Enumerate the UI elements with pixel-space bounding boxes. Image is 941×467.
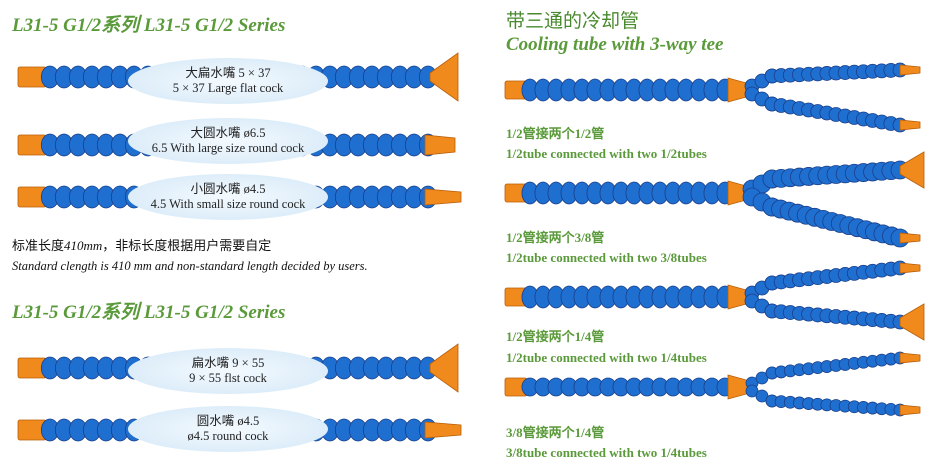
round-nozzle [899,232,921,244]
tee-connector [727,374,751,400]
series-title-bottom: L31-5 G1/2系列 L31-5 G1/2 Series [12,302,286,323]
product-label-cn: 圆水嘴 ø4.5 [196,414,260,428]
variant-caption-en: 1/2tube connected with two 1/4tubes [506,350,707,365]
product-label-en: 9 × 55 flst cock [189,371,267,385]
note-cn-length: 410mm [64,238,103,253]
section-title-cn: 带三通的冷却管 [506,11,640,32]
variant-caption-cn: 3/8管接两个1/4管 [506,425,605,440]
round-nozzle [899,262,921,274]
product-label-en: 6.5 With large size round cock [151,141,305,155]
section-title-en: Cooling tube with 3-way tee [506,34,724,55]
round-nozzle [424,421,462,439]
round-nozzle [899,119,921,131]
product-label-cn: 大圆水嘴 ø6.5 [190,126,266,140]
product-label-cn: 扁水嘴 9 × 55 [191,356,265,370]
product-label-en: 5 × 37 Large flat cock [172,81,284,95]
flat-nozzle [429,52,459,102]
product-label-small-round: 小圆水嘴 ø4.5 4.5 With small size round cock [128,174,328,220]
product-label-round: 圆水嘴 ø4.5 ø4.5 round cock [128,406,328,452]
flat-nozzle [899,151,925,189]
note-cn-suffix: ，非标长度根据用户需要自定 [102,238,272,253]
note-cn-prefix: 标准长度 [12,238,65,253]
round-nozzle [899,352,921,364]
product-label-en: 4.5 With small size round cock [150,197,306,211]
flat-nozzle [429,343,459,393]
product-label-cn: 小圆水嘴 ø4.5 [190,182,266,196]
product-label-flat: 扁水嘴 9 × 55 9 × 55 flst cock [128,348,328,394]
variant-caption-en: 3/8tube connected with two 1/4tubes [506,445,707,460]
series-title-top: L31-5 G1/2系列 L31-5 G1/2 Series [12,15,286,36]
variant-caption-cn: 1/2管接两个1/4管 [506,329,605,344]
round-nozzle [424,188,462,206]
product-label-large-flat: 大扁水嘴 5 × 37 5 × 37 Large flat cock [128,58,328,104]
tube-segment [755,371,769,385]
standard-length-note-en: Standard clength is 410 mm and non-stand… [12,259,368,273]
round-nozzle [424,134,456,156]
product-label-large-round: 大圆水嘴 ø6.5 6.5 With large size round cock [128,118,328,164]
round-nozzle [899,404,921,416]
tube-segment [755,389,769,403]
variant-caption-cn: 1/2管接两个1/2管 [506,126,605,141]
tube-segment [745,384,759,398]
standard-length-note-cn: 标准长度410mm，非标长度根据用户需要自定 [12,235,271,254]
product-label-cn: 大扁水嘴 5 × 37 [185,66,271,80]
flat-nozzle [899,303,925,341]
round-nozzle [899,64,921,76]
variant-caption-cn: 1/2管接两个3/8管 [506,230,605,245]
variant-caption-en: 1/2tube connected with two 1/2tubes [506,146,707,161]
product-label-en: ø4.5 round cock [187,429,269,443]
variant-caption-en: 1/2tube connected with two 3/8tubes [506,250,707,265]
